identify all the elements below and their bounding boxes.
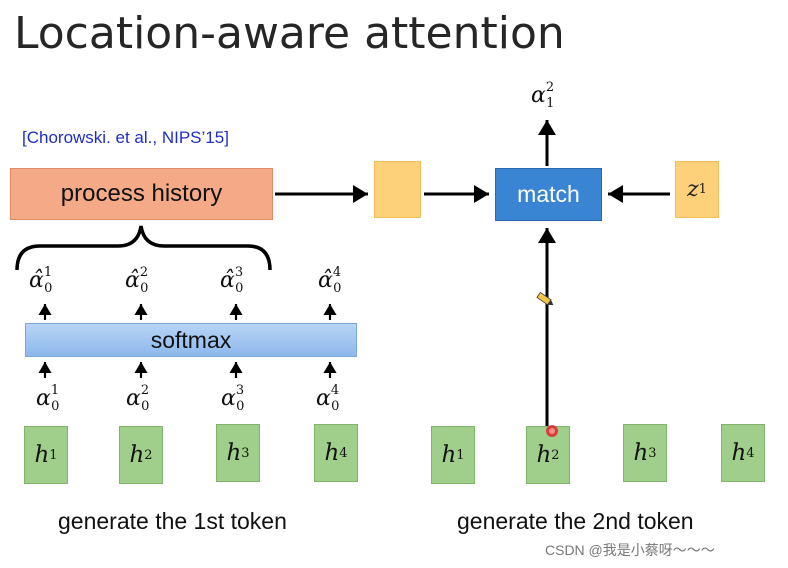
alpha-output-label: α21: [531, 80, 555, 111]
alpha-2: α20: [126, 383, 150, 414]
softmax-label: softmax: [150, 326, 232, 353]
caption-second-token: generate the 2nd token: [457, 508, 694, 534]
alpha-4: α40: [316, 383, 340, 414]
match-box: match: [495, 168, 602, 221]
location-feature-box: [374, 161, 421, 218]
caption-first-token: generate the 1st token: [58, 508, 287, 534]
process-history-label: process history: [60, 180, 223, 207]
alpha-1: α10: [36, 383, 60, 414]
match-label: match: [517, 181, 580, 207]
alpha-hat-3: α̂30: [220, 265, 244, 296]
alpha-hat-1: α̂10: [29, 265, 53, 296]
watermark: CSDN @我是小蔡呀～～～: [545, 542, 715, 558]
alpha-hat-2: α̂20: [125, 265, 149, 296]
pointer-dot-highlight: [549, 428, 555, 434]
alpha-hat-4: α̂40: [318, 265, 342, 296]
process-history-box: process history: [10, 168, 273, 220]
alpha-3: α30: [221, 383, 245, 414]
slide-title: Location-aware attention: [14, 8, 565, 59]
softmax-box: softmax: [25, 323, 357, 357]
curly-brace: [15, 225, 272, 271]
citation: [Chorowski. et al., NIPS’15]: [22, 128, 229, 147]
pencil-cursor-icon: [536, 291, 554, 306]
